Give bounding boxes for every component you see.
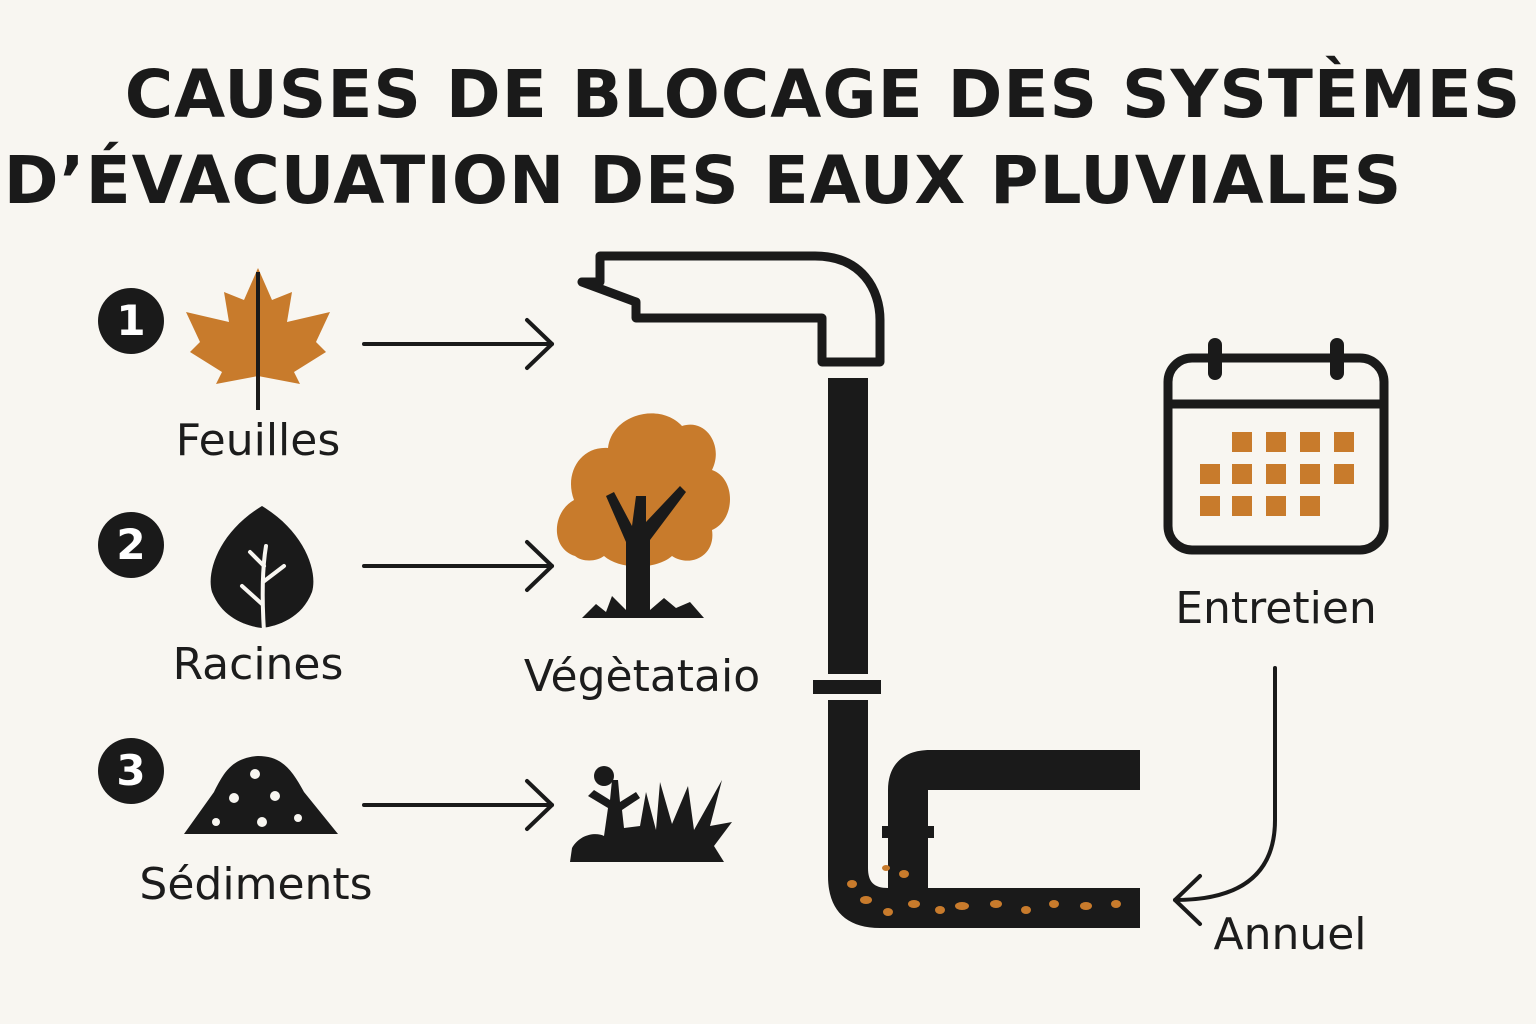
tree-icon [556, 413, 730, 618]
sediment-debris [847, 865, 1121, 916]
maintenance-label: Entretien [1175, 583, 1377, 634]
maintenance-arrow [1173, 666, 1277, 926]
maintenance-frequency: Annuel [1213, 909, 1367, 960]
arrow-3 [362, 779, 554, 831]
leaf-roots-icon [210, 506, 314, 634]
title-line-1: CAUSES DE BLOCAGE DES SYSTÈMES [124, 56, 1522, 133]
title-line-2: D’ÉVACUATION DES EAUX PLUVIALES [3, 142, 1403, 219]
cause-number-1: 1 [98, 288, 164, 354]
cause-number-3: 3 [98, 738, 164, 804]
cause-label-sediments: Sédiments [139, 859, 373, 910]
arrow-1 [362, 318, 554, 370]
downspout-pipe [577, 251, 1140, 928]
grass-plants-icon [570, 766, 732, 862]
cause-label-racines: Racines [172, 639, 344, 690]
vegetation-label: Végètataio [523, 651, 761, 702]
maple-leaf-icon [186, 268, 330, 410]
cause-label-feuilles: Feuilles [175, 415, 341, 466]
sediment-pile-icon [184, 756, 338, 834]
arrow-2 [362, 540, 554, 592]
calendar-icon [1163, 338, 1389, 555]
cause-number-2: 2 [98, 512, 164, 578]
diagram-title: CAUSES DE BLOCAGE DES SYSTÈMES D’ÉVACUAT… [0, 52, 1536, 224]
